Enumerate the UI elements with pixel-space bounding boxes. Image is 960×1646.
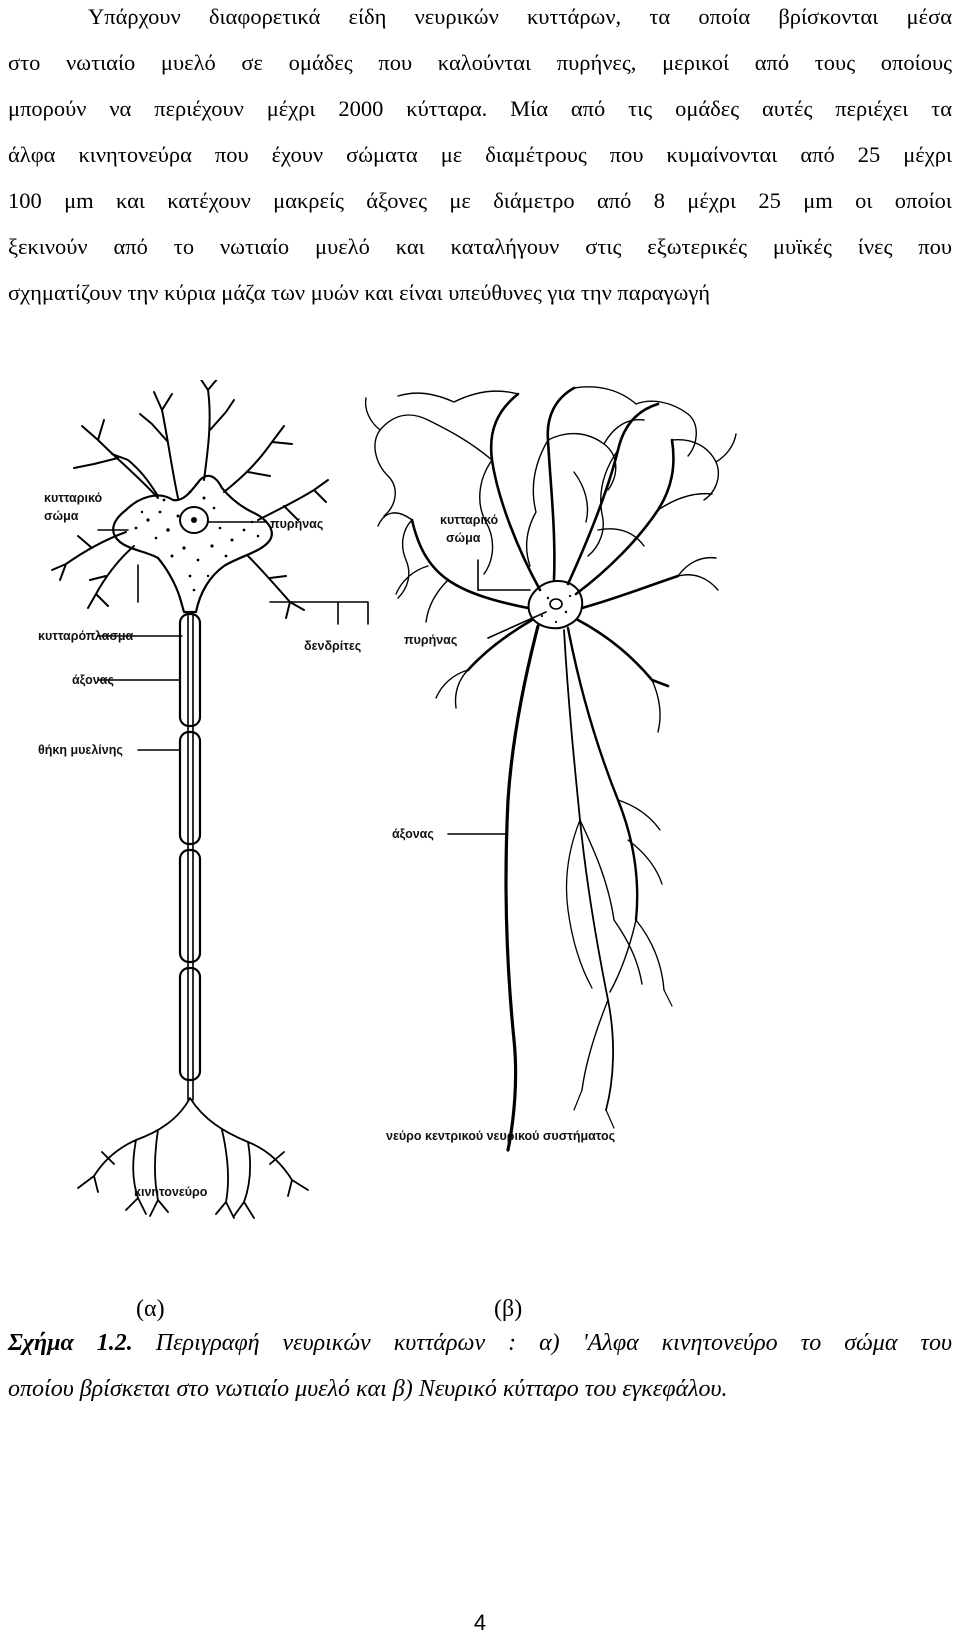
- cns-neuron-axon: [504, 624, 673, 1152]
- label-nucleus-a: πυρήνας: [270, 517, 323, 531]
- label-cytoplasm: κυτταρόπλασμα: [38, 629, 134, 643]
- label-dendrites: δενδρίτες: [304, 639, 361, 653]
- motor-neuron-dendrites: [51, 380, 329, 619]
- cns-neuron-dendrites: [410, 386, 680, 688]
- body-line: σχηματίζουν την κύρια μάζα των μυών και …: [8, 280, 711, 305]
- cns-neuron-drawing: [364, 386, 737, 1152]
- body-line: άλφα κινητονεύρα που έχουν σώματα με δια…: [8, 142, 952, 167]
- label-motor-neuron: κινητονεύρο: [134, 1185, 208, 1199]
- body-line: 100 μm και κατέχουν μακρείς άξονες με δι…: [8, 188, 952, 213]
- motor-neuron-axon: [178, 611, 202, 1101]
- body-line: ξεκινούν από το νωτιαίο μυελό και καταλή…: [8, 234, 952, 259]
- caption-label: Σχήμα 1.2.: [8, 1330, 133, 1356]
- motor-neuron-terminals: [77, 1097, 309, 1219]
- subfigure-b-label: (β): [494, 1296, 523, 1322]
- cytoplasm-stipple: [134, 490, 260, 592]
- subfigure-a-label: (α): [136, 1296, 165, 1322]
- motor-neuron-nucleus: [179, 506, 209, 534]
- cns-neuron-fine-dendrites: [364, 386, 737, 733]
- caption-line-1-text: Περιγραφή νευρικών κυττάρων : α) 'Αλφα κ…: [132, 1330, 952, 1356]
- caption-line-2: οποίου βρίσκεται στο νωτιαίο μυελό και β…: [8, 1376, 728, 1402]
- caption-line-1: Σχήμα 1.2. Περιγραφή νευρικών κυττάρων :…: [8, 1328, 952, 1358]
- label-cell-body-b-line2: σώμα: [446, 531, 481, 545]
- myelin-sheath-segments: [178, 612, 202, 1082]
- cns-neuron-soma: [527, 580, 584, 630]
- motor-neuron-drawing: [51, 380, 329, 1219]
- body-line: Υπάρχουν διαφορετικά είδη νευρικών κυττά…: [88, 4, 952, 29]
- label-nucleus-b: πυρήνας: [404, 633, 457, 647]
- body-line: μπορούν να περιέχουν μέχρι 2000 κύτταρα.…: [8, 96, 952, 121]
- label-cell-body-b-line1: κυτταρικό: [440, 513, 499, 527]
- body-line: στο νωτιαίο μυελό σε ομάδες που καλούντα…: [8, 50, 952, 75]
- label-leaders: [97, 521, 547, 835]
- neuron-figure: κυτταρικό σώμα πυρήνας κυτταρόπλασμα άξο…: [38, 380, 737, 1219]
- cns-neuron-nucleus: [549, 598, 563, 610]
- page-number: 4: [473, 1610, 487, 1635]
- motor-neuron-soma: [112, 474, 273, 614]
- label-axon-a: άξονας: [72, 673, 114, 687]
- label-axon-b: άξονας: [392, 827, 434, 841]
- label-myelin-sheath: θήκη μυελίνης: [38, 743, 123, 757]
- label-cns-neuron: νεύρο κεντρικού νευρικού συστήματος: [386, 1129, 615, 1143]
- label-cell-body-a-line2: σώμα: [44, 509, 79, 523]
- label-cell-body-a-line1: κυτταρικό: [44, 491, 103, 505]
